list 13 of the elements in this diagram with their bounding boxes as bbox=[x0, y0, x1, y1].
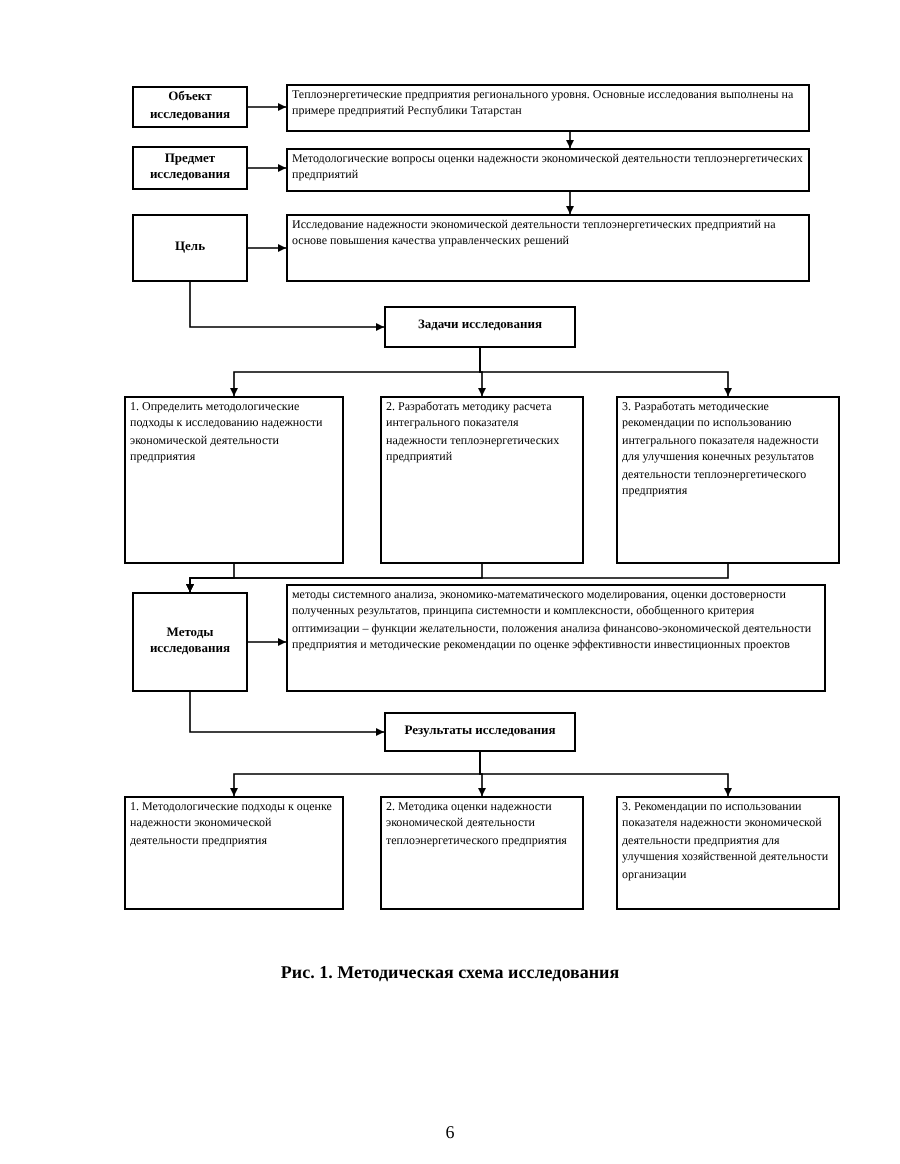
arrow bbox=[186, 563, 729, 593]
arrow bbox=[247, 244, 287, 252]
arrow bbox=[247, 164, 287, 172]
arrow bbox=[479, 347, 732, 397]
arrow bbox=[189, 281, 385, 331]
arrow bbox=[189, 691, 385, 736]
arrow bbox=[479, 751, 732, 797]
arrow bbox=[566, 191, 574, 215]
arrow bbox=[566, 131, 574, 149]
page-number: 6 bbox=[443, 1120, 457, 1146]
figure-caption: Рис. 1. Методическая схема исследования bbox=[278, 960, 622, 986]
arrow bbox=[247, 638, 287, 646]
arrow bbox=[247, 103, 287, 111]
